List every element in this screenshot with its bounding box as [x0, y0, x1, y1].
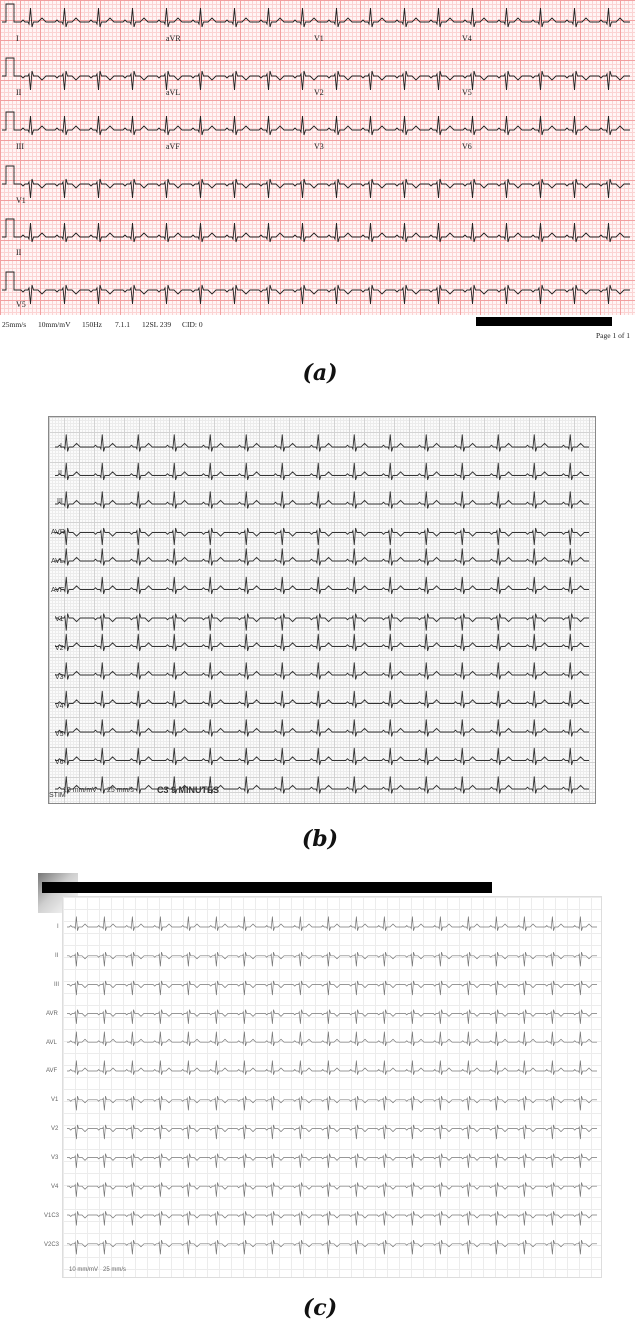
ecg-trace	[55, 576, 589, 595]
ecg-trace	[67, 980, 597, 996]
lead-label: V1	[16, 196, 26, 205]
calibration-pulse	[2, 218, 18, 238]
lead-label: II	[16, 88, 22, 97]
ecg-trace	[18, 70, 630, 91]
ecg-trace	[55, 462, 589, 481]
caption-b: (b)	[301, 826, 339, 852]
lead-label: II	[58, 470, 62, 477]
ecg-trace	[18, 178, 630, 199]
calibration-pulse	[2, 165, 18, 185]
ecg-trace	[67, 1095, 597, 1111]
lead-label: V6	[55, 759, 64, 766]
footer-note-label: C3 9 MINUTES	[157, 785, 220, 795]
ecg-panel-c: 10 mm/mV 25 mm/s	[62, 896, 602, 1278]
lead-label: aVF	[166, 142, 180, 151]
filter-label: 150Hz	[82, 320, 102, 329]
footer-label: 10 mm/mV 25 mm/s	[69, 1267, 127, 1273]
lead-label: V4	[51, 1184, 59, 1190]
cid-label: CID: 0	[182, 320, 203, 329]
ecg-trace	[55, 527, 589, 546]
ecg-trace	[55, 491, 589, 509]
device-label: 12SL 239	[142, 320, 172, 329]
lead-label: V4	[462, 34, 472, 43]
calibration-pulse	[2, 3, 18, 23]
lead-label: AVL	[51, 558, 64, 565]
lead-label: V5	[55, 731, 64, 738]
lead-label: AVR	[46, 1011, 58, 1017]
ecg-trace	[67, 1211, 597, 1226]
lead-label: AVF	[51, 587, 65, 594]
ecg-trace	[55, 434, 589, 452]
lead-label: V2	[51, 1126, 59, 1132]
lead-label: V3	[51, 1155, 59, 1161]
ecg-trace	[67, 951, 597, 967]
lead-label: I	[57, 924, 59, 930]
lead-label: V4	[55, 703, 64, 710]
page-label: Page 1 of 1	[596, 331, 630, 340]
lead-label: V5	[462, 88, 472, 97]
ecg-trace	[67, 1009, 597, 1024]
ecg-panel-b: 10 mm/mV 25 mm/s C3 9 MINUTES	[48, 416, 596, 804]
ecg-trace	[55, 633, 589, 652]
lead-label: V2C3	[44, 1242, 60, 1248]
ecg-trace	[67, 916, 597, 931]
ecg-trace	[67, 1031, 597, 1047]
lead-label: AVL	[46, 1040, 57, 1046]
speed-label: 25mm/s	[2, 320, 27, 329]
lead-label: V2	[314, 88, 324, 97]
redaction-bar	[42, 882, 492, 893]
lead-label: V6	[462, 142, 472, 151]
ecg-trace	[18, 222, 630, 243]
lead-label: I	[16, 34, 19, 43]
lead-label: V1	[51, 1097, 59, 1103]
gain-label: 10mm/mV	[38, 320, 71, 329]
lead-label: AVR	[51, 529, 65, 536]
lead-label: V1C3	[44, 1213, 60, 1219]
ecg-trace	[18, 7, 630, 28]
lead-label: III	[57, 498, 63, 505]
version-label: 7.1.1	[115, 320, 130, 329]
ecg-trace	[67, 1182, 597, 1197]
calibration-pulse	[2, 111, 18, 131]
calibration-pulse	[2, 57, 18, 77]
ecg-trace	[55, 662, 589, 680]
ecg-trace	[55, 613, 589, 631]
footer-speed-label: 25 mm/s	[107, 787, 134, 794]
ecg-trace	[55, 548, 589, 566]
lead-label: AVF	[46, 1068, 58, 1074]
lead-label: V2	[55, 645, 64, 652]
ecg-trace	[67, 1124, 597, 1140]
redaction-bar	[476, 317, 612, 326]
lead-label: V3	[55, 674, 64, 681]
ecg-traces-a	[2, 3, 630, 305]
ecg-traces-c	[67, 916, 597, 1255]
lead-label: V3	[314, 142, 324, 151]
ecg-trace	[55, 776, 589, 794]
ecg-panel-a: I aVR V1 V4 II aVL V2 V5 III aVF V3 V6 V…	[0, 0, 635, 315]
lead-label: V1	[55, 616, 64, 623]
ecg-traces-b	[55, 434, 589, 794]
lead-label: V5	[16, 300, 26, 309]
lead-label: III	[54, 982, 60, 988]
caption-a: (a)	[302, 360, 338, 386]
ecg-trace	[18, 284, 630, 305]
ecg-trace	[67, 1060, 597, 1075]
footer-gain-label: 10 mm/mV	[63, 787, 97, 794]
ecg-trace	[55, 690, 589, 709]
lead-label: aVL	[166, 88, 181, 97]
calibration-pulse	[2, 271, 18, 291]
lead-label: III	[16, 142, 24, 151]
lead-label: V1	[314, 34, 324, 43]
lead-label: I	[60, 443, 62, 450]
lead-label: aVR	[166, 34, 181, 43]
caption-c: (c)	[302, 1295, 338, 1321]
lead-label: STIM	[49, 792, 66, 799]
ecg-trace	[55, 747, 589, 766]
lead-label: II	[16, 248, 22, 257]
ecg-trace	[18, 115, 630, 136]
ecg-trace	[67, 1153, 597, 1168]
lead-label: II	[55, 953, 59, 959]
ecg-trace	[55, 719, 589, 737]
ecg-trace	[67, 1239, 597, 1255]
